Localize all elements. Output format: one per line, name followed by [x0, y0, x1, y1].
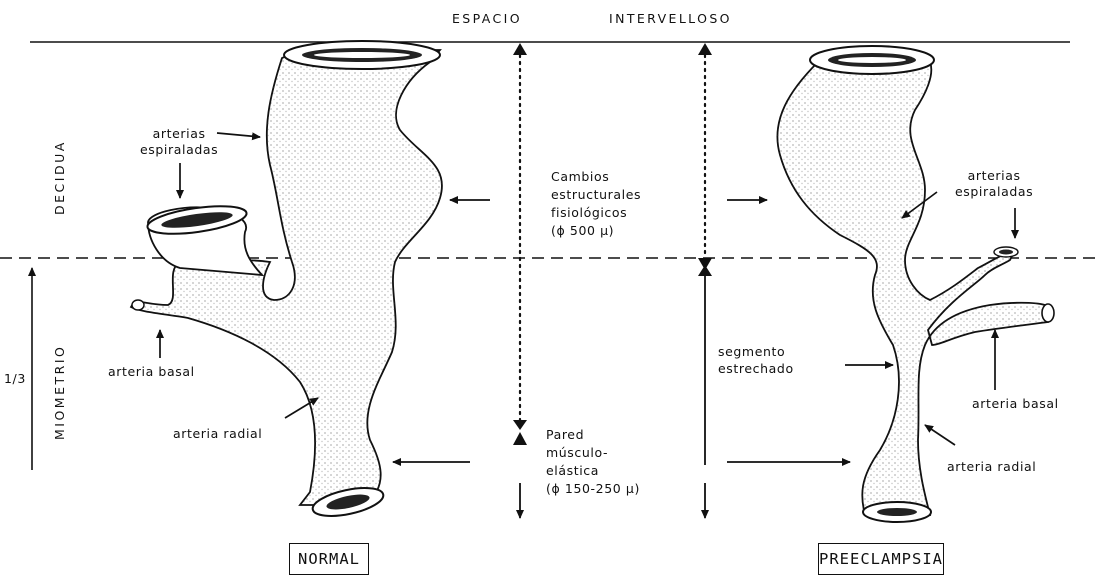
preeclampsia-spiral-artery-vessel — [777, 46, 1054, 522]
narrowed-segment-label: segmento estrechado — [718, 343, 794, 377]
intervelloso-label: INTERVELLOSO — [609, 11, 732, 27]
espacio-label: ESPACIO — [452, 11, 522, 27]
muscle-elastic-wall-label: Pared músculo- elástica (ϕ 150-250 μ) — [546, 426, 640, 498]
preeclampsia-spiral-arteries-label: arterias espiraladas — [955, 168, 1033, 200]
normal-spiral-arteries-label: arterias espiraladas — [140, 126, 218, 158]
structural-changes-label: Cambios estructurales fisiológicos (ϕ 50… — [551, 168, 641, 240]
miometrio-side-label: MIOMETRIO — [52, 345, 67, 440]
decidua-side-label: DECIDUA — [52, 140, 67, 215]
center-measure-lines — [520, 55, 705, 465]
preeclampsia-radial-artery-label: arteria radial — [947, 459, 1036, 475]
normal-spiral-artery-vessel — [131, 41, 442, 521]
normal-radial-artery-label: arteria radial — [173, 426, 262, 442]
preeclampsia-basal-artery-label: arteria basal — [972, 396, 1059, 412]
measure-arrowheads — [513, 43, 712, 445]
normal-basal-artery-label: arteria basal — [108, 364, 195, 380]
one-third-label: 1/3 — [4, 371, 26, 387]
preeclampsia-panel-label: PREECLAMPSIA — [818, 543, 944, 575]
normal-panel-label: NORMAL — [289, 543, 369, 575]
